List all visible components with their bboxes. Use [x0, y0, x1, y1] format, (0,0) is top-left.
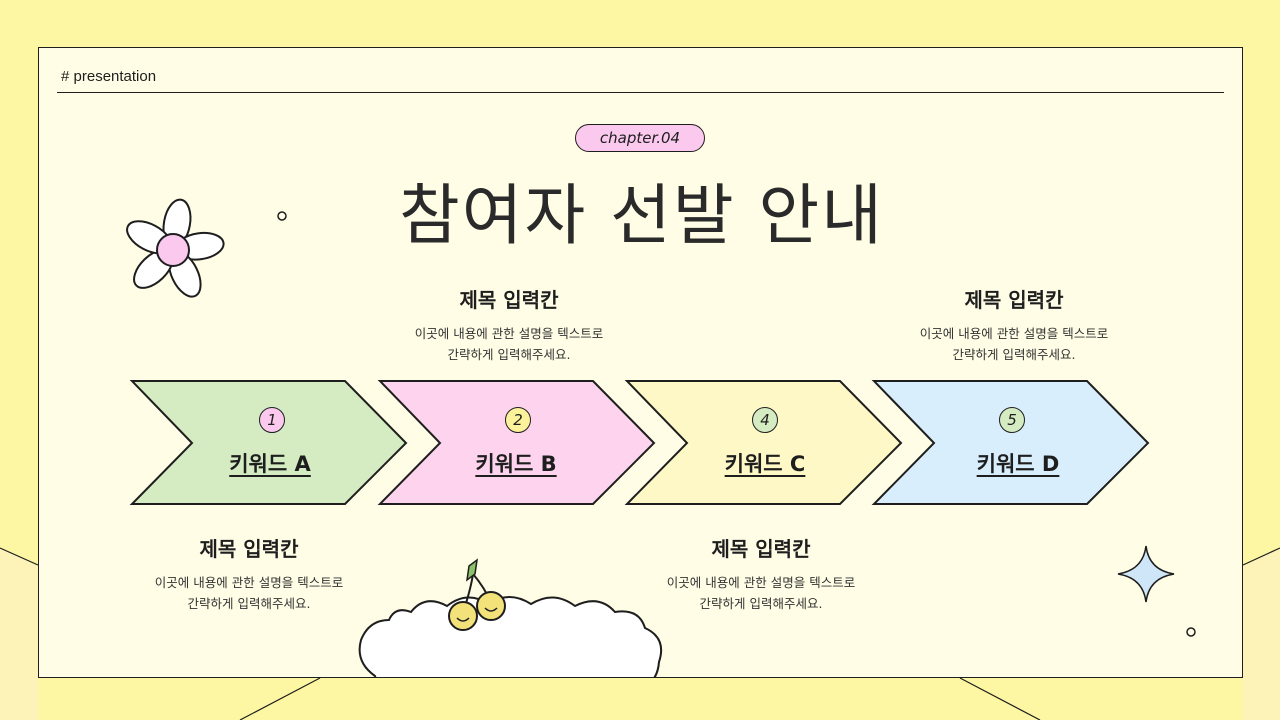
block-description: 이곳에 내용에 관한 설명을 텍스트로 간략하게 입력해주세요.	[119, 572, 379, 614]
block-description-line: 간략하게 입력해주세요.	[447, 347, 571, 362]
keyword-d: 키워드 D	[976, 452, 1060, 476]
block-title: 제목 입력칸	[459, 288, 559, 312]
text-block-top-right: 제목 입력칸 이곳에 내용에 관한 설명을 텍스트로 간략하게 입력해주세요.	[884, 284, 1144, 365]
keyword-c: 키워드 C	[724, 452, 806, 476]
text-block-bottom-left: 제목 입력칸 이곳에 내용에 관한 설명을 텍스트로 간략하게 입력해주세요.	[119, 533, 379, 614]
block-title: 제목 입력칸	[964, 288, 1064, 312]
step-arrow-4	[871, 380, 1150, 505]
step-arrow-3	[624, 380, 903, 505]
sparkle-icon	[1117, 545, 1175, 603]
slide-card: # presentation chapter.04 참여자 선발 안내 1 키워…	[38, 47, 1243, 678]
block-description-line: 간략하게 입력해주세요.	[699, 596, 823, 611]
chapter-label: chapter.04	[599, 129, 681, 147]
presentation-tag: # presentation	[61, 68, 157, 85]
keyword-a: 키워드 A	[229, 452, 311, 476]
step-number-1: 1	[259, 407, 285, 433]
block-title: 제목 입력칸	[199, 537, 299, 561]
chapter-badge: chapter.04	[575, 124, 705, 152]
text-block-top-left: 제목 입력칸 이곳에 내용에 관한 설명을 텍스트로 간략하게 입력해주세요.	[379, 284, 639, 365]
step-number-4: 4	[752, 407, 778, 433]
step-number-2: 2	[505, 407, 531, 433]
block-description: 이곳에 내용에 관한 설명을 텍스트로 간략하게 입력해주세요.	[631, 572, 891, 614]
block-description-line: 이곳에 내용에 관한 설명을 텍스트로	[154, 575, 344, 590]
step-arrow-2	[377, 380, 656, 505]
page-title: 참여자 선발 안내	[399, 177, 884, 254]
dot-icon	[277, 211, 287, 221]
header-divider	[57, 92, 1224, 93]
block-description-line: 간략하게 입력해주세요.	[187, 596, 311, 611]
cherry-icon	[448, 558, 506, 631]
step-arrow-1	[129, 380, 408, 505]
step-number-5: 5	[999, 407, 1025, 433]
dot-icon	[1186, 627, 1196, 637]
text-block-bottom-right: 제목 입력칸 이곳에 내용에 관한 설명을 텍스트로 간략하게 입력해주세요.	[631, 533, 891, 614]
block-description: 이곳에 내용에 관한 설명을 텍스트로 간략하게 입력해주세요.	[884, 323, 1144, 365]
block-description-line: 간략하게 입력해주세요.	[952, 347, 1076, 362]
process-arrows	[129, 380, 1150, 505]
keyword-b: 키워드 B	[475, 452, 557, 476]
block-description-line: 이곳에 내용에 관한 설명을 텍스트로	[919, 326, 1109, 341]
block-title: 제목 입력칸	[711, 537, 811, 561]
block-description: 이곳에 내용에 관한 설명을 텍스트로 간략하게 입력해주세요.	[379, 323, 639, 365]
block-description-line: 이곳에 내용에 관한 설명을 텍스트로	[666, 575, 856, 590]
flower-icon	[126, 198, 225, 298]
block-description-line: 이곳에 내용에 관한 설명을 텍스트로	[414, 326, 604, 341]
